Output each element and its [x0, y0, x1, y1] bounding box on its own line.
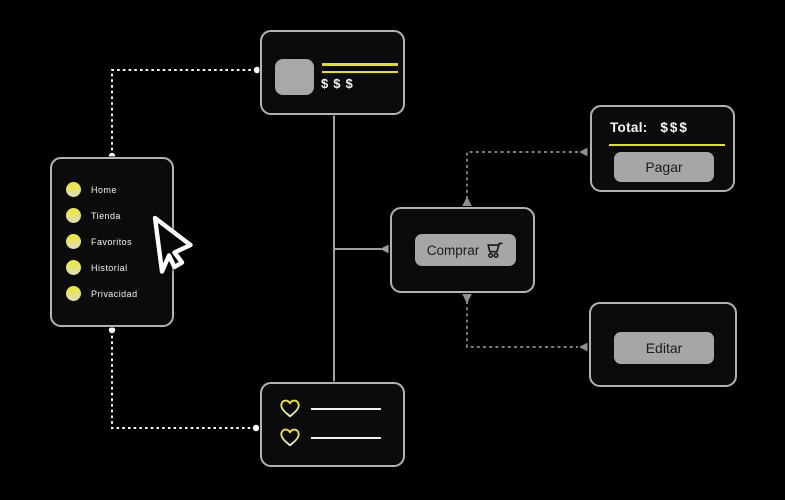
menu-item-label: Tienda [91, 210, 121, 221]
menu-item-privacidad[interactable]: Privacidad [66, 286, 172, 301]
heart-icon [280, 399, 300, 418]
text-placeholder-line [311, 436, 381, 439]
menu-item-favoritos[interactable]: Favoritos [66, 234, 172, 249]
menu-item-home[interactable]: Home [66, 182, 172, 197]
bullet-circle-icon [66, 234, 81, 249]
connector-comprar-to-total [466, 151, 578, 199]
menu-item-historial[interactable]: Historial [66, 260, 172, 275]
bullet-circle-icon [66, 182, 81, 197]
connector-comprar-to-editar [466, 301, 578, 348]
editar-node: Editar [589, 302, 737, 387]
text-placeholder-line [322, 70, 398, 74]
text-placeholder-line [322, 63, 398, 66]
editar-button[interactable]: Editar [614, 332, 714, 364]
favorite-item-row [279, 398, 381, 419]
total-label: Total: [610, 120, 648, 135]
price-text: $$$ [321, 76, 358, 91]
menu-item-label: Historial [91, 262, 128, 273]
total-line: Total: $$$ [610, 120, 689, 135]
comprar-button[interactable]: Comprar [415, 234, 516, 266]
menu-item-label: Favoritos [91, 236, 133, 247]
favorite-item-row [279, 427, 381, 448]
bullet-circle-icon [66, 286, 81, 301]
total-amount: $$$ [660, 120, 689, 135]
arrowhead-comprar-top [462, 196, 472, 206]
arrowhead-total-left [579, 147, 588, 157]
connector-menu-to-card [111, 69, 256, 156]
menu-item-label: Home [91, 184, 117, 195]
comprar-node: Comprar [390, 207, 535, 293]
shopping-cart-icon [487, 242, 503, 258]
pagar-button[interactable]: Pagar [614, 152, 714, 182]
cursor-icon [152, 215, 193, 274]
comprar-button-label: Comprar [426, 242, 480, 258]
total-underline [609, 143, 725, 147]
bullet-circle-icon [66, 260, 81, 275]
text-placeholder-line [311, 407, 381, 410]
heart-icon [280, 428, 300, 447]
connector-endpoint-dot [108, 326, 116, 334]
bullet-circle-icon [66, 208, 81, 223]
menu-item-label: Privacidad [91, 288, 138, 299]
arrowhead-comprar-left [380, 244, 389, 254]
product-card-node: $$$ [260, 30, 405, 115]
menu-item-tienda[interactable]: Tienda [66, 208, 172, 223]
total-node: Total: $$$ Pagar [590, 105, 735, 192]
image-placeholder [275, 59, 314, 95]
arrowhead-comprar-bottom [462, 294, 472, 304]
arrowhead-editar-left [579, 342, 588, 352]
menu-node: Home Tienda Favoritos Historial Privacid… [50, 157, 174, 327]
connector-endpoint-dot [252, 424, 260, 432]
connector-menu-to-favorites [111, 330, 254, 429]
favorites-node [260, 382, 405, 467]
